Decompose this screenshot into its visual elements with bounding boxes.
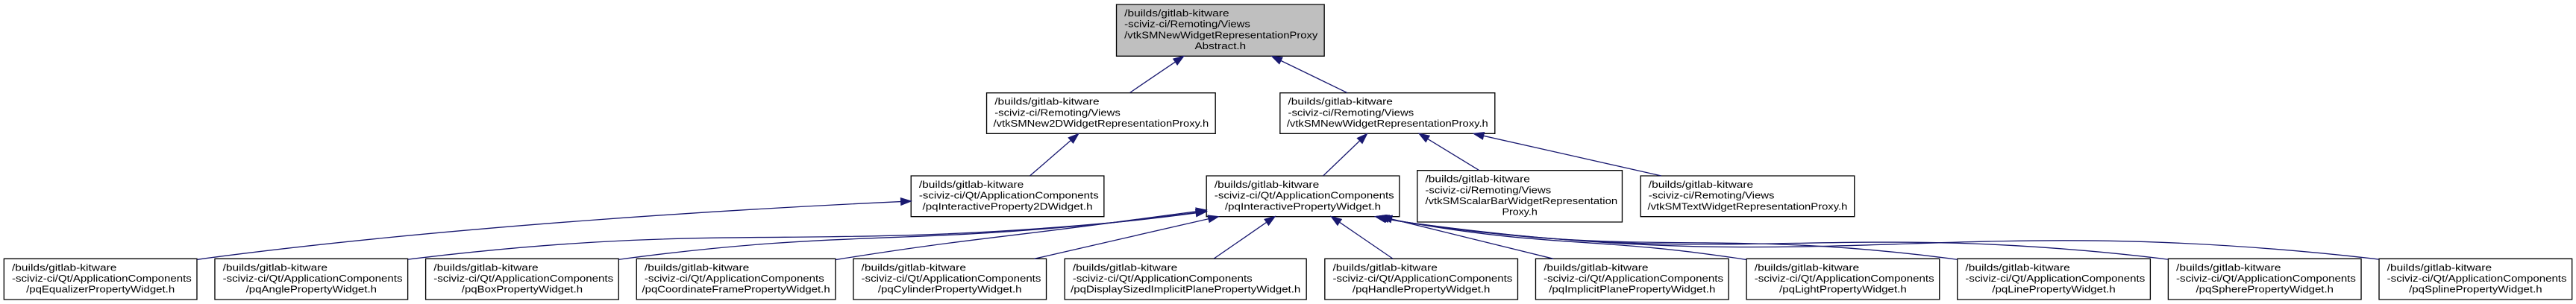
svg-text:Proxy.h: Proxy.h bbox=[1502, 206, 1537, 218]
svg-text:/builds/gitlab-kitware: /builds/gitlab-kitware bbox=[223, 262, 328, 273]
svg-text:/builds/gitlab-kitware: /builds/gitlab-kitware bbox=[1073, 262, 1177, 273]
svg-text:/pqInteractivePropertyWidget.h: /pqInteractivePropertyWidget.h bbox=[1225, 200, 1381, 212]
svg-text:/builds/gitlab-kitware: /builds/gitlab-kitware bbox=[1124, 7, 1229, 19]
svg-text:/pqSplinePropertyWidget.h: /pqSplinePropertyWidget.h bbox=[2409, 284, 2542, 295]
svg-text:-sciviz-ci/Qt/ApplicationCompo: -sciviz-ci/Qt/ApplicationComponents bbox=[1544, 273, 1723, 284]
svg-text:-sciviz-ci/Remoting/Views: -sciviz-ci/Remoting/Views bbox=[1124, 19, 1250, 30]
svg-text:-sciviz-ci/Qt/ApplicationCompo: -sciviz-ci/Qt/ApplicationComponents bbox=[223, 273, 403, 284]
svg-text:/builds/gitlab-kitware: /builds/gitlab-kitware bbox=[1965, 262, 2069, 273]
svg-text:Abstract.h: Abstract.h bbox=[1195, 40, 1247, 51]
svg-text:/builds/gitlab-kitware: /builds/gitlab-kitware bbox=[1649, 179, 1753, 190]
svg-text:/builds/gitlab-kitware: /builds/gitlab-kitware bbox=[862, 262, 966, 273]
svg-text:/builds/gitlab-kitware: /builds/gitlab-kitware bbox=[645, 262, 749, 273]
svg-text:/builds/gitlab-kitware: /builds/gitlab-kitware bbox=[1288, 96, 1393, 107]
svg-text:/vtkSMScalarBarWidgetRepresent: /vtkSMScalarBarWidgetRepresentation bbox=[1425, 195, 1617, 206]
svg-text:/vtkSMNew2DWidgetRepresentatio: /vtkSMNew2DWidgetRepresentationProxy.h bbox=[994, 118, 1209, 129]
svg-text:/pqSpherePropertyWidget.h: /pqSpherePropertyWidget.h bbox=[2196, 284, 2333, 295]
svg-text:-sciviz-ci/Remoting/Views: -sciviz-ci/Remoting/Views bbox=[1425, 184, 1551, 195]
svg-text:/pqLightPropertyWidget.h: /pqLightPropertyWidget.h bbox=[1779, 284, 1907, 295]
svg-text:-sciviz-ci/Remoting/Views: -sciviz-ci/Remoting/Views bbox=[994, 107, 1121, 118]
svg-text:-sciviz-ci/Qt/ApplicationCompo: -sciviz-ci/Qt/ApplicationComponents bbox=[2176, 273, 2356, 284]
svg-text:/builds/gitlab-kitware: /builds/gitlab-kitware bbox=[12, 262, 116, 273]
svg-text:/pqImplicitPlanePropertyWidget: /pqImplicitPlanePropertyWidget.h bbox=[1549, 284, 1715, 295]
svg-text:/pqHandlePropertyWidget.h: /pqHandlePropertyWidget.h bbox=[1353, 284, 1491, 295]
svg-text:/builds/gitlab-kitware: /builds/gitlab-kitware bbox=[919, 179, 1024, 190]
svg-text:-sciviz-ci/Qt/ApplicationCompo: -sciviz-ci/Qt/ApplicationComponents bbox=[1332, 273, 1512, 284]
svg-text:-sciviz-ci/Qt/ApplicationCompo: -sciviz-ci/Qt/ApplicationComponents bbox=[2387, 273, 2567, 284]
svg-text:-sciviz-ci/Qt/ApplicationCompo: -sciviz-ci/Qt/ApplicationComponents bbox=[1965, 273, 2145, 284]
svg-text:/vtkSMTextWidgetRepresentation: /vtkSMTextWidgetRepresentationProxy.h bbox=[1648, 200, 1848, 212]
svg-text:-sciviz-ci/Qt/ApplicationCompo: -sciviz-ci/Qt/ApplicationComponents bbox=[645, 273, 824, 284]
svg-text:/vtkSMNewWidgetRepresentationP: /vtkSMNewWidgetRepresentationProxy.h bbox=[1287, 118, 1488, 129]
svg-text:-sciviz-ci/Remoting/Views: -sciviz-ci/Remoting/Views bbox=[1288, 107, 1414, 118]
svg-text:/pqAnglePropertyWidget.h: /pqAnglePropertyWidget.h bbox=[246, 284, 377, 295]
svg-text:/builds/gitlab-kitware: /builds/gitlab-kitware bbox=[2387, 262, 2492, 273]
svg-text:-sciviz-ci/Qt/ApplicationCompo: -sciviz-ci/Qt/ApplicationComponents bbox=[1755, 273, 1934, 284]
svg-text:/pqLinePropertyWidget.h: /pqLinePropertyWidget.h bbox=[1992, 284, 2115, 295]
svg-text:/builds/gitlab-kitware: /builds/gitlab-kitware bbox=[1425, 174, 1529, 185]
svg-text:-sciviz-ci/Qt/ApplicationCompo: -sciviz-ci/Qt/ApplicationComponents bbox=[919, 190, 1099, 201]
svg-text:/builds/gitlab-kitware: /builds/gitlab-kitware bbox=[1215, 179, 1319, 190]
svg-text:-sciviz-ci/Qt/ApplicationCompo: -sciviz-ci/Qt/ApplicationComponents bbox=[862, 273, 1041, 284]
svg-text:-sciviz-ci/Remoting/Views: -sciviz-ci/Remoting/Views bbox=[1649, 190, 1775, 201]
svg-text:/pqDisplaySizedImplicitPlanePr: /pqDisplaySizedImplicitPlanePropertyWidg… bbox=[1071, 284, 1300, 295]
svg-text:/builds/gitlab-kitware: /builds/gitlab-kitware bbox=[1332, 262, 1437, 273]
svg-text:/pqEqualizerPropertyWidget.h: /pqEqualizerPropertyWidget.h bbox=[26, 284, 175, 295]
svg-text:/pqBoxPropertyWidget.h: /pqBoxPropertyWidget.h bbox=[462, 284, 583, 295]
svg-text:/builds/gitlab-kitware: /builds/gitlab-kitware bbox=[1755, 262, 1859, 273]
svg-text:/pqCylinderPropertyWidget.h: /pqCylinderPropertyWidget.h bbox=[878, 284, 1022, 295]
svg-text:/builds/gitlab-kitware: /builds/gitlab-kitware bbox=[433, 262, 538, 273]
svg-text:-sciviz-ci/Qt/ApplicationCompo: -sciviz-ci/Qt/ApplicationComponents bbox=[433, 273, 613, 284]
svg-text:/pqCoordinateFramePropertyWidg: /pqCoordinateFramePropertyWidget.h bbox=[642, 284, 830, 295]
svg-text:/builds/gitlab-kitware: /builds/gitlab-kitware bbox=[994, 96, 1099, 107]
svg-text:/builds/gitlab-kitware: /builds/gitlab-kitware bbox=[2176, 262, 2281, 273]
svg-text:-sciviz-ci/Qt/ApplicationCompo: -sciviz-ci/Qt/ApplicationComponents bbox=[1215, 190, 1394, 201]
svg-text:/builds/gitlab-kitware: /builds/gitlab-kitware bbox=[1544, 262, 1648, 273]
svg-text:-sciviz-ci/Qt/ApplicationCompo: -sciviz-ci/Qt/ApplicationComponents bbox=[1073, 273, 1253, 284]
svg-text:-sciviz-ci/Qt/ApplicationCompo: -sciviz-ci/Qt/ApplicationComponents bbox=[12, 273, 192, 284]
svg-text:/vtkSMNewWidgetRepresentationP: /vtkSMNewWidgetRepresentationProxy bbox=[1124, 29, 1318, 40]
svg-text:/pqInteractiveProperty2DWidget: /pqInteractiveProperty2DWidget.h bbox=[922, 200, 1092, 212]
